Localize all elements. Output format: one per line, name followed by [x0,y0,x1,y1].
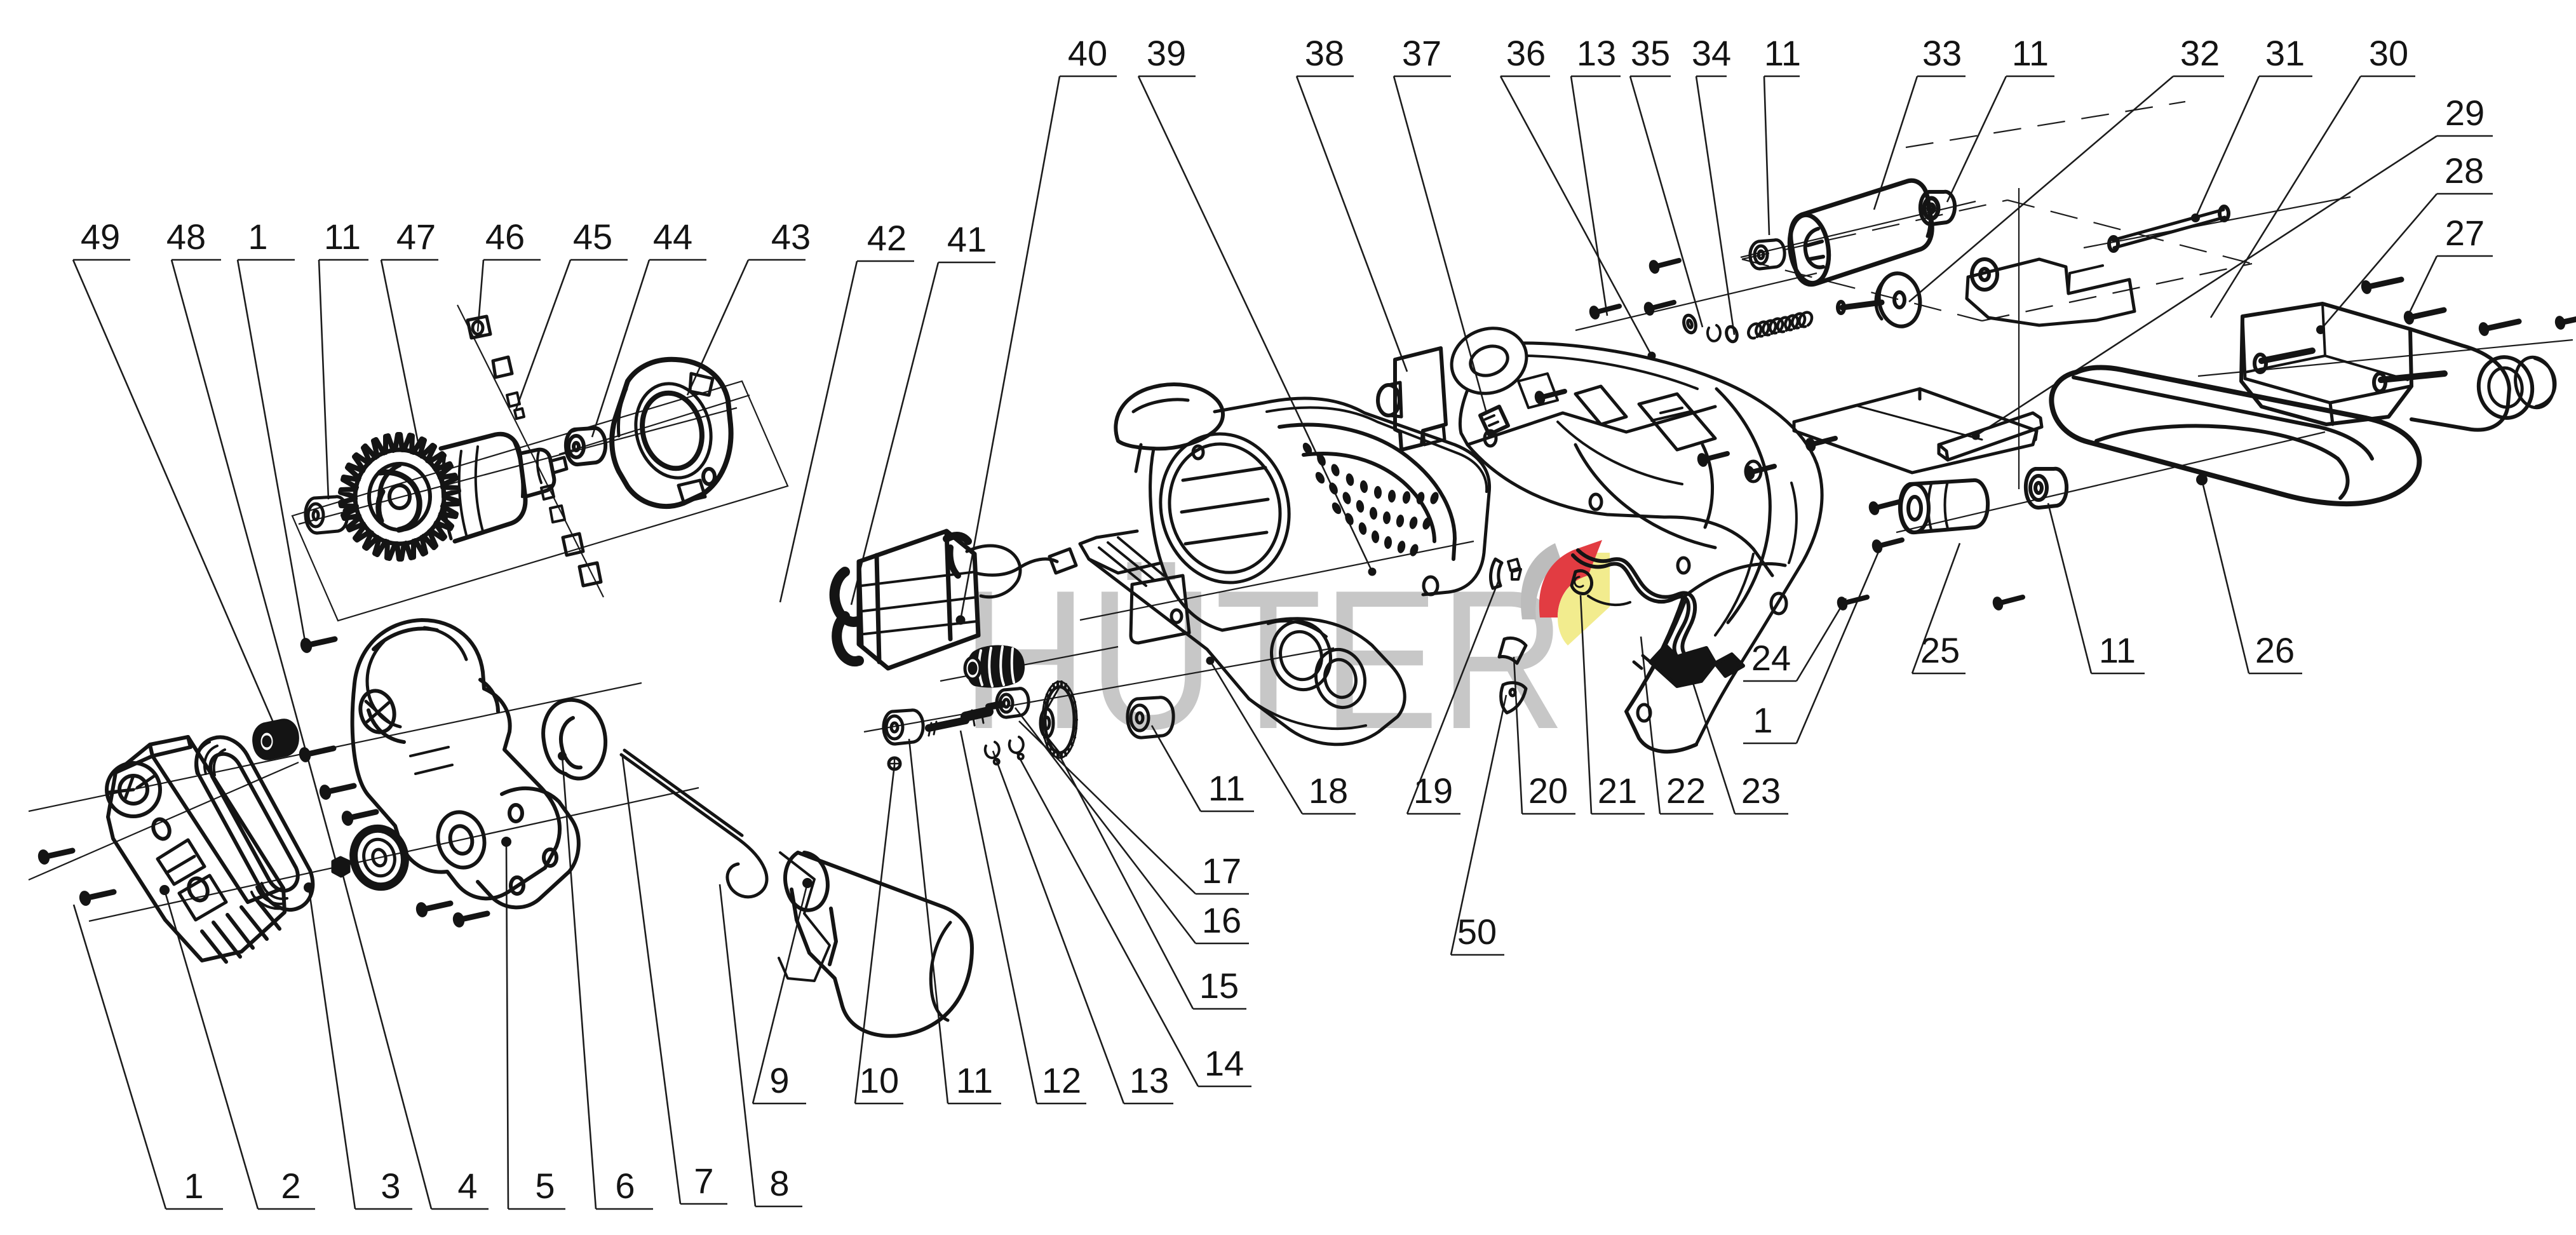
svg-text:25: 25 [1920,630,1960,670]
svg-text:11: 11 [1208,768,1245,808]
svg-text:3: 3 [381,1166,400,1206]
svg-text:29: 29 [2445,93,2485,133]
svg-text:40: 40 [1068,33,1107,73]
svg-text:41: 41 [947,219,987,259]
svg-text:11: 11 [324,217,361,257]
svg-text:36: 36 [1506,33,1546,73]
svg-text:37: 37 [1402,33,1441,73]
svg-text:9: 9 [769,1060,789,1100]
svg-text:34: 34 [1692,33,1731,73]
svg-text:10: 10 [860,1060,899,1100]
svg-text:46: 46 [485,217,525,257]
svg-text:7: 7 [694,1161,713,1201]
svg-text:4: 4 [457,1166,477,1206]
svg-text:13: 13 [1577,33,1616,73]
svg-text:19: 19 [1413,771,1453,811]
svg-text:6: 6 [615,1166,635,1206]
svg-text:17: 17 [1202,851,1241,891]
svg-text:23: 23 [1741,771,1781,811]
svg-text:43: 43 [771,217,811,257]
svg-text:11: 11 [2012,33,2049,73]
svg-text:14: 14 [1204,1043,1244,1083]
svg-text:2: 2 [281,1166,300,1206]
svg-text:13: 13 [1130,1060,1169,1100]
svg-text:11: 11 [956,1060,993,1100]
svg-text:45: 45 [573,217,612,257]
svg-text:47: 47 [396,217,436,257]
svg-text:22: 22 [1666,771,1706,811]
svg-text:24: 24 [1751,638,1791,678]
svg-text:21: 21 [1598,771,1637,811]
svg-text:50: 50 [1457,912,1497,952]
svg-text:15: 15 [1199,966,1239,1006]
svg-text:8: 8 [769,1163,789,1203]
svg-text:18: 18 [1309,771,1348,811]
svg-text:11: 11 [2099,630,2136,670]
svg-text:33: 33 [1922,33,1962,73]
svg-text:1: 1 [184,1166,203,1206]
svg-text:27: 27 [2445,213,2485,253]
svg-text:1: 1 [1753,700,1772,740]
svg-text:5: 5 [535,1166,555,1206]
svg-text:48: 48 [166,217,206,257]
svg-text:16: 16 [1202,900,1241,940]
svg-text:20: 20 [1528,771,1568,811]
svg-text:35: 35 [1631,33,1670,73]
svg-text:42: 42 [867,218,907,258]
svg-text:32: 32 [2180,33,2220,73]
svg-text:30: 30 [2369,33,2408,73]
svg-text:38: 38 [1305,33,1344,73]
svg-text:44: 44 [653,217,692,257]
svg-text:12: 12 [1042,1060,1081,1100]
svg-text:28: 28 [2445,151,2484,191]
svg-text:1: 1 [248,217,267,257]
svg-text:31: 31 [2265,33,2305,73]
svg-text:26: 26 [2255,630,2295,670]
svg-text:39: 39 [1147,33,1186,73]
svg-text:11: 11 [1764,33,1801,73]
svg-text:49: 49 [81,217,120,257]
